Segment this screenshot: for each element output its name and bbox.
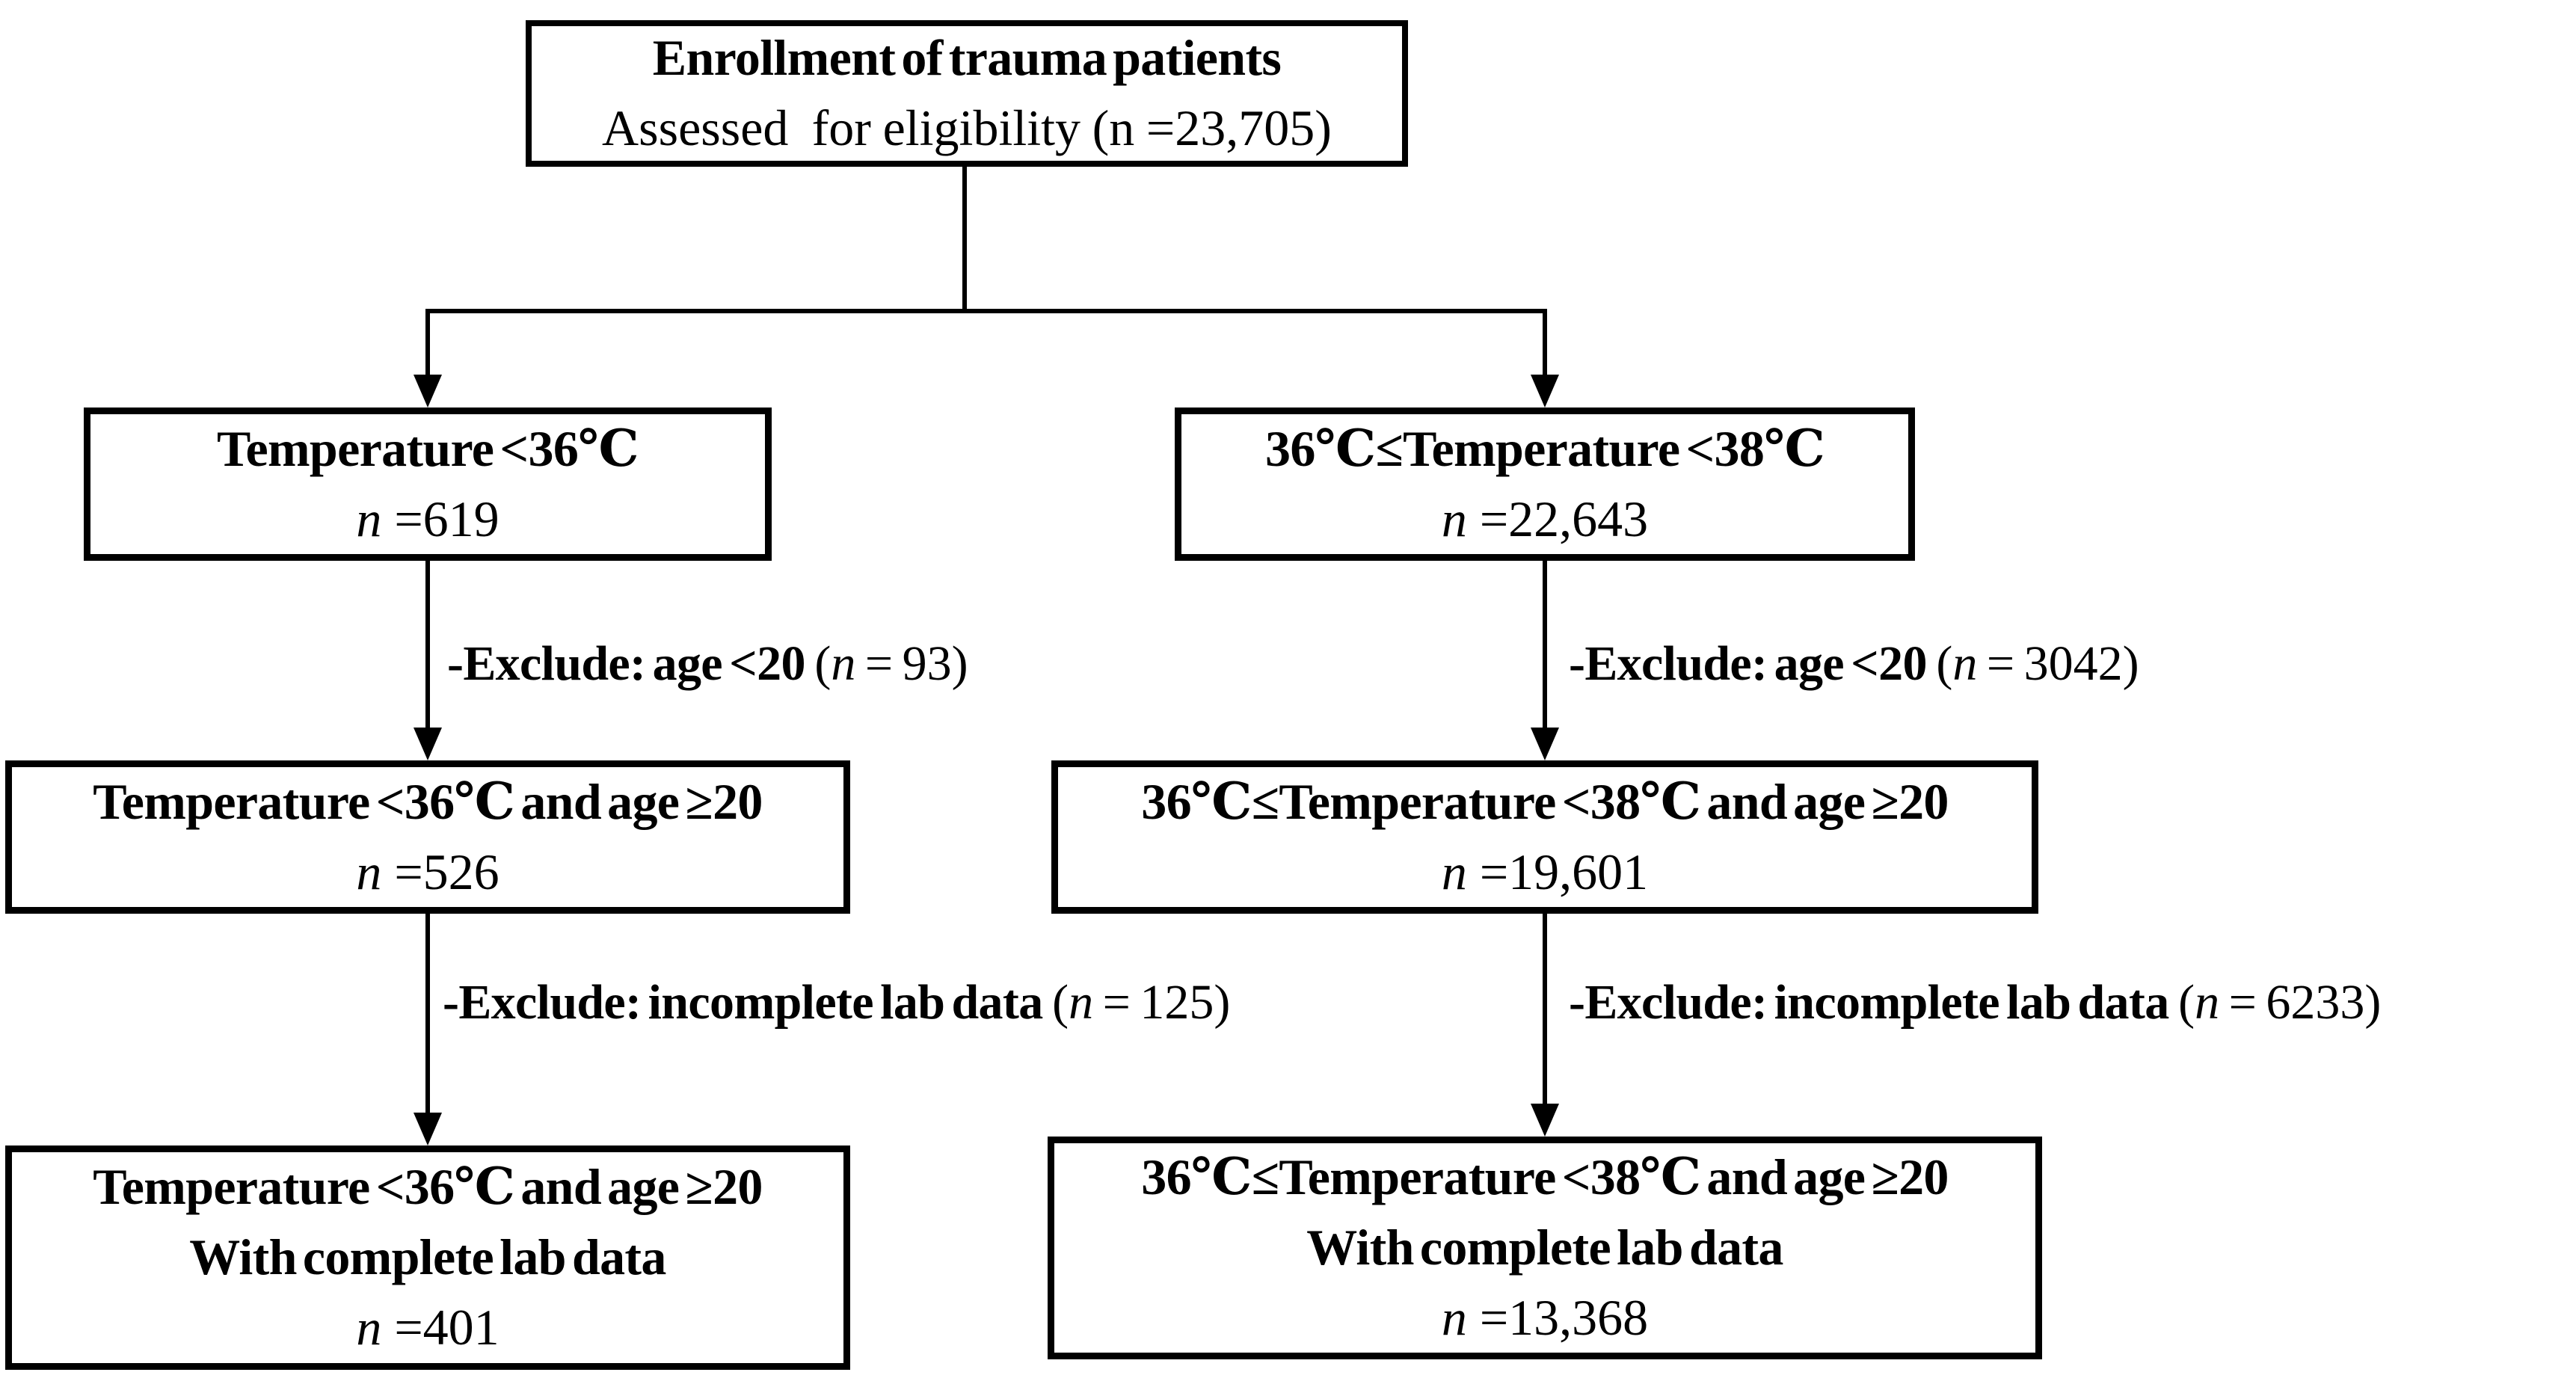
node-temp-36-38-complete-lab: 36℃≤Temperature <38℃ and age ≥20 With co… xyxy=(1048,1137,2042,1359)
node-temp-lt36: Temperature <36℃ n =619 xyxy=(84,408,772,561)
node-count: n =22,643 xyxy=(1441,490,1649,547)
node-count: n =619 xyxy=(356,490,499,547)
exclusion-label-right-lab: -Exclude: incomplete lab data (n = 6233) xyxy=(1569,975,2382,1030)
arrow-down-icon xyxy=(414,1113,442,1145)
node-enrollment-title: Enrollment of trauma patients xyxy=(652,29,1282,87)
node-temp-36-38: 36℃≤Temperature <38℃ n =22,643 xyxy=(1175,408,1915,561)
arrow-down-icon xyxy=(414,728,442,760)
arrow-down-icon xyxy=(1531,375,1559,408)
n-symbol: n xyxy=(1441,843,1467,900)
n-symbol: n xyxy=(356,1298,382,1356)
node-condition-line2: With complete lab data xyxy=(189,1228,666,1286)
node-enrollment-subtitle: Assessed for eligibility (n =23,705) xyxy=(602,99,1332,156)
exclusion-label-left-age: -Exclude: age <20 (n = 93) xyxy=(447,636,968,691)
connector-branch-horizontal xyxy=(425,309,1547,313)
node-temp-36-38-age-ge20: 36℃≤Temperature <38℃ and age ≥20 n =19,6… xyxy=(1051,760,2038,914)
n-symbol: n xyxy=(1069,975,1094,1030)
node-enrollment: Enrollment of trauma patients Assessed f… xyxy=(526,20,1408,167)
connector-top-vertical xyxy=(962,164,967,313)
n-symbol: n xyxy=(1952,636,1978,691)
node-condition: Temperature <36℃ and age ≥20 xyxy=(93,772,763,830)
node-count: n =401 xyxy=(356,1298,499,1356)
node-condition: Temperature <36℃ xyxy=(217,419,639,477)
n-symbol: n xyxy=(831,636,856,691)
n-symbol: n xyxy=(1109,99,1135,156)
n-symbol: n xyxy=(1441,490,1467,547)
node-condition: 36℃≤Temperature <38℃ and age ≥20 xyxy=(1141,1148,1949,1206)
exclusion-label-left-lab: -Exclude: incomplete lab data (n = 125) xyxy=(443,975,1231,1030)
exclusion-label-right-age: -Exclude: age <20 (n = 3042) xyxy=(1569,636,2139,691)
connector-right-l3-l4 xyxy=(1543,911,1547,1105)
connector-left-l2-l3 xyxy=(425,556,430,730)
node-temp-lt36-complete-lab: Temperature <36℃ and age ≥20 With comple… xyxy=(5,1145,850,1370)
node-condition: Temperature <36℃ and age ≥20 xyxy=(93,1158,763,1216)
node-count: n =526 xyxy=(356,843,499,900)
node-condition: 36℃≤Temperature <38℃ and age ≥20 xyxy=(1141,772,1949,830)
arrow-down-icon xyxy=(414,375,442,408)
node-condition-line2: With complete lab data xyxy=(1306,1219,1783,1276)
node-count: n =19,601 xyxy=(1441,843,1649,900)
connector-left-branch xyxy=(425,309,430,376)
n-symbol: n xyxy=(356,843,382,900)
arrow-down-icon xyxy=(1531,728,1559,760)
connector-right-branch xyxy=(1543,309,1547,376)
n-symbol: n xyxy=(2195,975,2220,1030)
arrow-down-icon xyxy=(1531,1104,1559,1137)
connector-left-l3-l4 xyxy=(425,911,430,1116)
n-symbol: n xyxy=(356,490,382,547)
node-temp-lt36-age-ge20: Temperature <36℃ and age ≥20 n =526 xyxy=(5,760,850,914)
n-symbol: n xyxy=(1441,1288,1467,1346)
node-count: n =13,368 xyxy=(1441,1288,1649,1346)
connector-right-l2-l3 xyxy=(1543,556,1547,730)
node-condition: 36℃≤Temperature <38℃ xyxy=(1265,419,1825,477)
